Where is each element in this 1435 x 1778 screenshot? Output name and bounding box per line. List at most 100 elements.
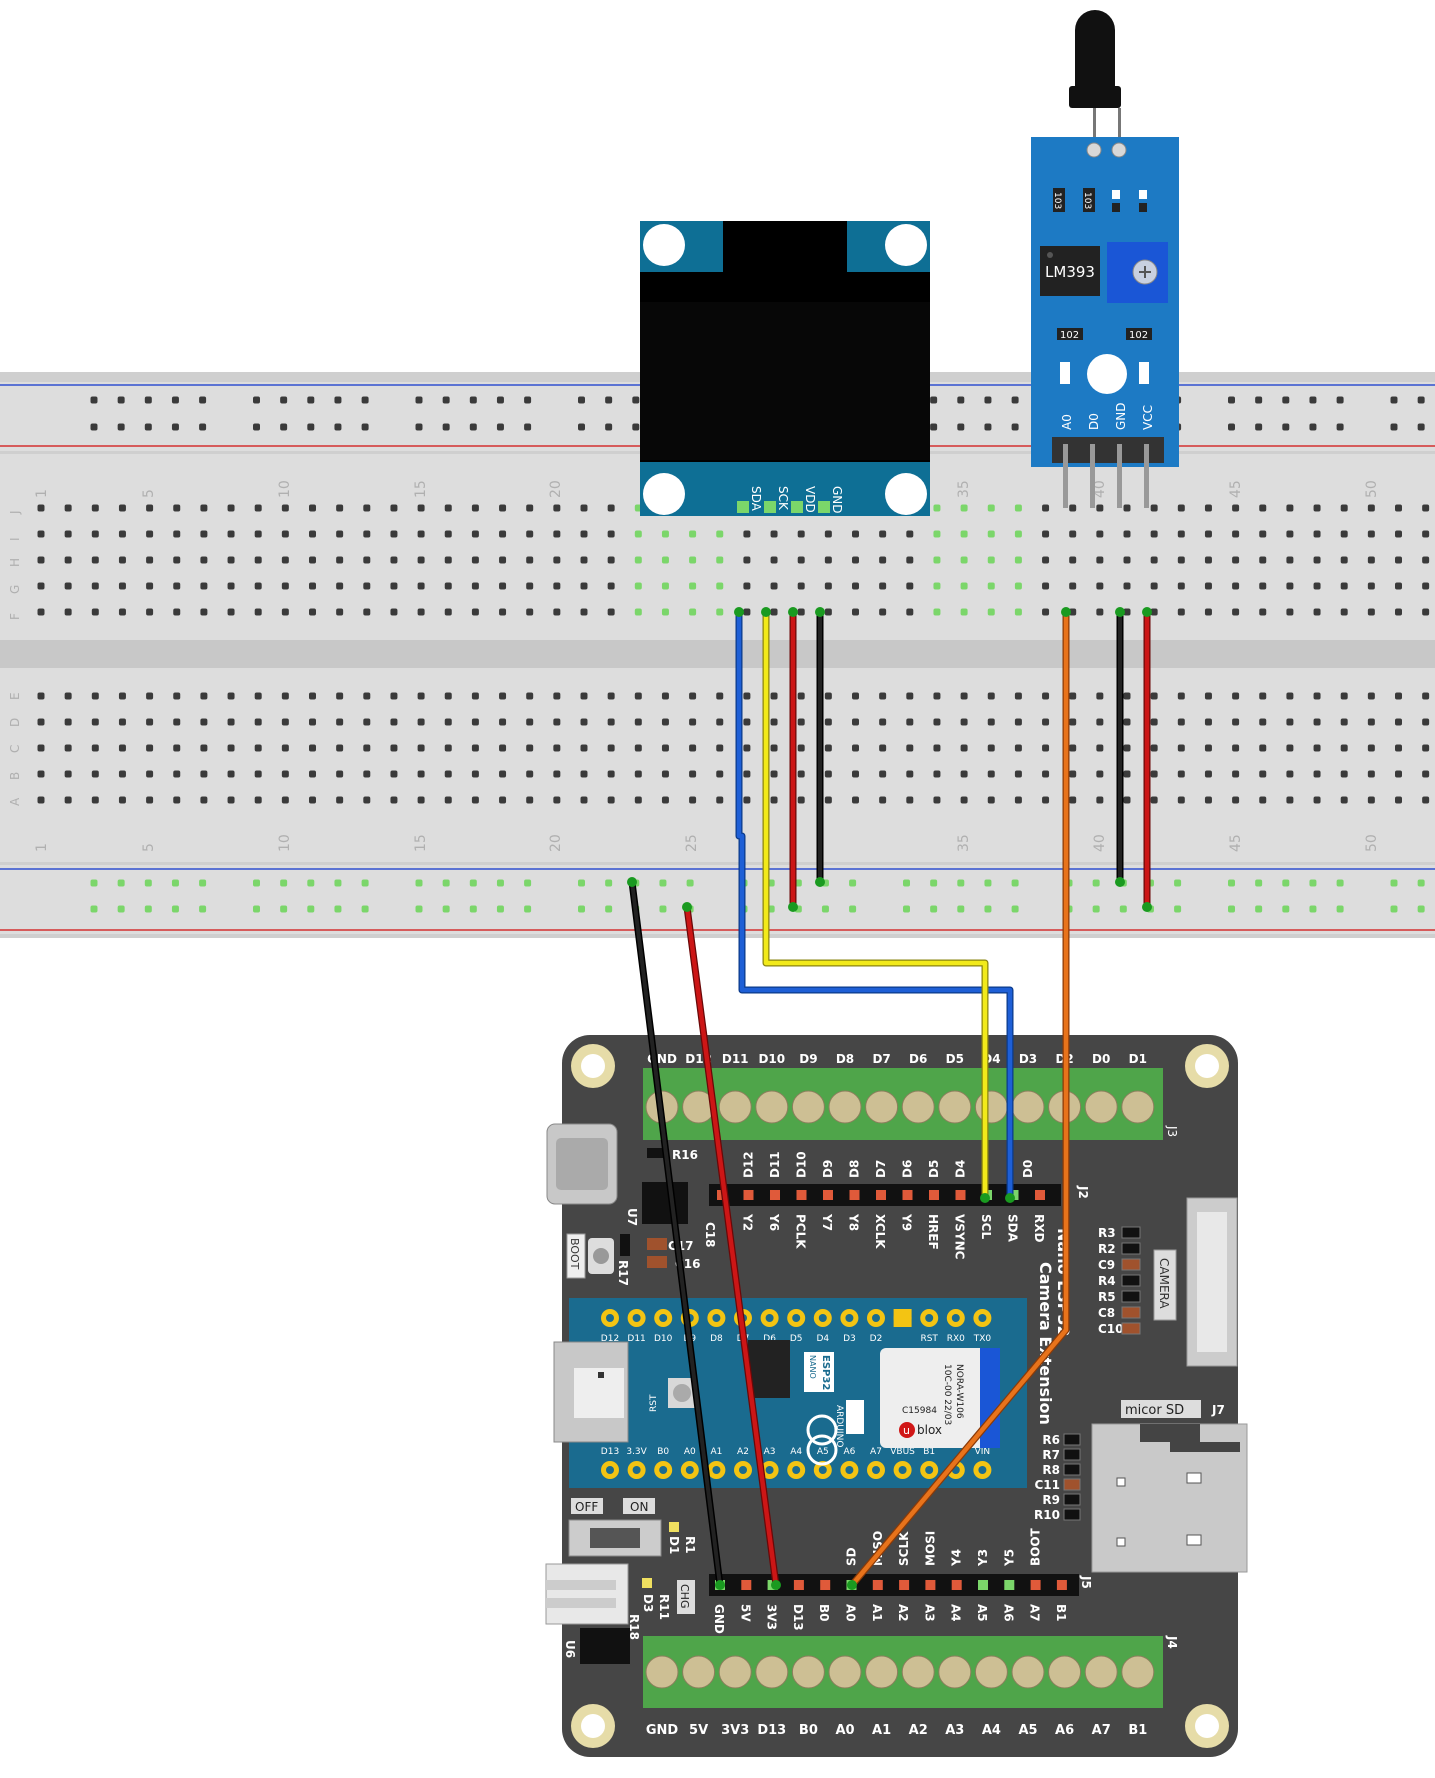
sd-label-box	[1121, 1400, 1201, 1418]
breadboard-hole	[1069, 796, 1077, 804]
breadboard-hole	[1204, 504, 1212, 512]
breadboard-hole	[444, 582, 452, 590]
rail-hole	[496, 879, 504, 887]
j5-label: B0	[817, 1604, 831, 1622]
j2-label: D6	[901, 1160, 915, 1178]
rail-hole	[171, 879, 179, 887]
rail-hole	[469, 396, 477, 404]
terminal-label: D5	[946, 1052, 964, 1066]
rail-hole	[1228, 879, 1235, 887]
rst-button-cap[interactable]	[673, 1384, 691, 1402]
rail-hole	[903, 905, 910, 913]
flame-sensor: 103 103 LM393 102 102 A0 D0 GND VCC	[1031, 10, 1179, 508]
breadboard-hole	[1096, 796, 1104, 804]
breadboard-hole	[1395, 796, 1402, 804]
chg-label-box	[677, 1580, 695, 1614]
rail-hole	[1228, 396, 1235, 404]
breadboard-hole	[634, 608, 642, 616]
breadboard-hole	[634, 530, 642, 538]
rail-hole	[199, 905, 207, 913]
breadboard-hole	[417, 692, 425, 700]
breadboard-hole	[363, 718, 371, 726]
mount-hole	[643, 224, 685, 266]
terminal-screw	[1084, 1090, 1118, 1124]
breadboard-hole	[689, 608, 697, 616]
breadboard-hole	[254, 718, 262, 726]
rail-hole	[361, 905, 369, 913]
rail-hole	[578, 396, 585, 404]
arduino-pin-label: D6	[763, 1334, 776, 1344]
breadboard-hole	[797, 582, 805, 590]
ref-u6: U6	[563, 1640, 577, 1658]
row-letter: C	[8, 745, 22, 753]
rail-hole	[171, 396, 179, 404]
rail-hole	[117, 396, 125, 404]
rail-hole	[171, 905, 179, 913]
breadboard-hole	[1123, 504, 1131, 512]
rail-hole	[1092, 905, 1100, 913]
breadboard-hole	[716, 608, 724, 616]
breadboard-hole	[1123, 556, 1131, 564]
arduino-pin-hole	[712, 1314, 721, 1322]
breadboard-hole	[879, 608, 887, 616]
ref-r18: R18	[627, 1614, 641, 1640]
breadboard-hole	[309, 692, 316, 700]
breadboard-hole	[309, 770, 316, 778]
breadboard-hole	[363, 692, 371, 700]
breadboard-hole	[227, 744, 235, 752]
smd	[1063, 1508, 1081, 1521]
breadboard-hole	[607, 770, 615, 778]
breadboard-hole	[471, 744, 479, 752]
rail-hole	[90, 396, 98, 404]
breadboard-hole	[634, 582, 642, 590]
power-switch-slider[interactable]	[590, 1528, 640, 1548]
breadboard-hole	[37, 582, 45, 590]
breadboard-hole	[1313, 718, 1321, 726]
rail-hole	[280, 905, 288, 913]
smd	[1063, 1433, 1081, 1446]
breadboard-hole	[1232, 556, 1240, 564]
breadboard-hole	[173, 504, 181, 512]
breadboard-hole	[417, 770, 425, 778]
breadboard-hole	[254, 608, 262, 616]
breadboard-hole	[770, 770, 778, 778]
breadboard-hole	[987, 796, 995, 804]
rail-hole	[1309, 879, 1317, 887]
breadboard-hole	[580, 718, 588, 726]
breadboard-hole	[1340, 504, 1348, 512]
terminal-label: D7	[872, 1052, 890, 1066]
breadboard-hole	[716, 744, 724, 752]
arduino-pin-label: B1	[923, 1447, 935, 1457]
arduino-pin-hole	[659, 1314, 668, 1322]
j5-label: A2	[896, 1604, 910, 1622]
breadboard-hole	[770, 796, 778, 804]
component-ref: C10	[1098, 1322, 1124, 1336]
breadboard-hole	[118, 504, 126, 512]
arduino-pin-label: D4	[816, 1334, 829, 1344]
breadboard-hole	[1313, 530, 1321, 538]
breadboard-hole	[417, 718, 425, 726]
j2-label: D0	[1021, 1160, 1035, 1178]
breadboard-hole	[770, 582, 778, 590]
breadboard-hole	[200, 718, 208, 726]
terminal-label: D0	[1092, 1052, 1110, 1066]
terminal-screws-bottom	[645, 1655, 1155, 1689]
u6-chip	[580, 1628, 630, 1664]
breadboard-hole	[824, 582, 832, 590]
breadboard-hole	[363, 504, 371, 512]
breadboard-hole	[227, 504, 235, 512]
terminal-screw	[1011, 1655, 1045, 1689]
breadboard-hole	[1069, 504, 1077, 512]
breadboard-hole	[1367, 692, 1375, 700]
breadboard-hole	[689, 530, 697, 538]
component-ref: R10	[1034, 1508, 1060, 1522]
terminal-label: D8	[836, 1052, 854, 1066]
arduino-pin-label: D3	[843, 1334, 856, 1344]
arduino-pin-hole	[845, 1466, 854, 1474]
breadboard-hole	[309, 608, 316, 616]
rail-hole	[1390, 423, 1398, 431]
breadboard-hole	[390, 530, 398, 538]
boot-button-cap[interactable]	[593, 1248, 609, 1264]
oled-pin-labels: GND VDD SCK SDA	[749, 486, 844, 514]
